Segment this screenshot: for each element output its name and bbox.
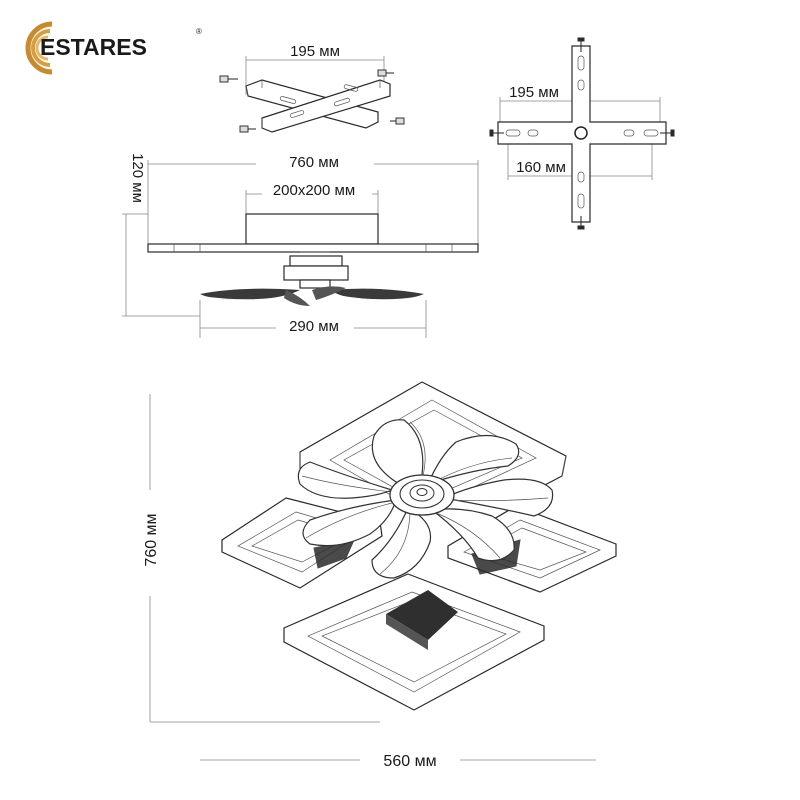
fan-blade bbox=[371, 507, 432, 579]
fan-blade bbox=[371, 419, 426, 487]
plate-outer-label: 195 мм bbox=[509, 84, 559, 101]
logo-rings-icon bbox=[25, 21, 53, 75]
screw-icon bbox=[390, 117, 405, 125]
fan-blade bbox=[442, 478, 554, 517]
side-fan-label: 290 мм bbox=[289, 318, 339, 335]
fan-blades bbox=[297, 419, 554, 579]
top-view: 760 мм 560 мм bbox=[143, 381, 617, 770]
screw-icon bbox=[219, 75, 238, 83]
top-width-label: 560 мм bbox=[383, 753, 436, 770]
side-width-label: 760 мм bbox=[289, 154, 339, 171]
frame-bottom bbox=[283, 573, 545, 711]
fan-blade bbox=[426, 434, 520, 485]
mounting-bracket-view: 195 мм bbox=[219, 43, 405, 133]
fan-blade bbox=[430, 508, 515, 562]
screw-icon bbox=[377, 69, 394, 77]
fan-blade bbox=[302, 499, 397, 547]
bracket-width-label: 195 мм bbox=[290, 43, 340, 60]
registered-mark: ® bbox=[196, 27, 202, 36]
fan-blade bbox=[297, 461, 394, 499]
mounting-plate-view: 195 мм 160 мм bbox=[489, 37, 675, 230]
side-base-label: 200x200 мм bbox=[273, 182, 355, 199]
top-height-label: 760 мм bbox=[143, 513, 160, 566]
fan-hub bbox=[389, 474, 455, 516]
side-view: 760 мм 200x200 мм 120 мм bbox=[122, 150, 479, 338]
brand-logo: ESTARES ® bbox=[25, 21, 202, 75]
plate-inner-label: 160 мм bbox=[516, 159, 566, 176]
screw-icon bbox=[239, 125, 256, 133]
side-height-label: 120 мм bbox=[129, 153, 146, 203]
brand-name: ESTARES bbox=[40, 34, 147, 60]
